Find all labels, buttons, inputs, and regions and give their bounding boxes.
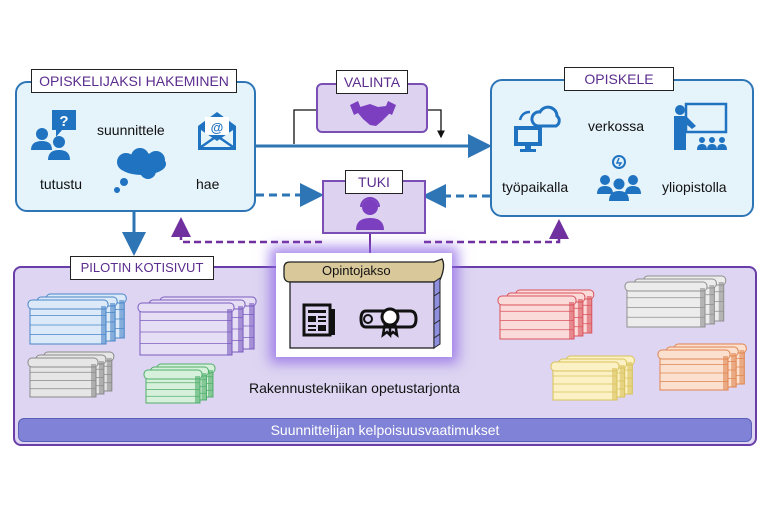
diploma-icon	[359, 307, 418, 339]
apply-item-hae: hae	[196, 176, 220, 192]
apply-item-suunnittele: suunnittele	[97, 122, 165, 138]
arrow-support-to-apply	[171, 217, 322, 244]
people-question-icon: ?	[31, 110, 76, 160]
study-title: OPISKELE	[564, 67, 674, 91]
svg-text:@: @	[211, 120, 224, 135]
course-stack-green[interactable]	[143, 363, 216, 404]
course-module	[283, 258, 445, 349]
course-stack-red[interactable]	[497, 289, 595, 340]
study-item-verkossa: verkossa	[588, 118, 645, 134]
teacher-board-icon	[674, 102, 728, 150]
course-stack-gray[interactable]	[27, 351, 115, 398]
apply-item-tutustu: tutustu	[40, 176, 83, 192]
course-stack-purple[interactable]	[137, 296, 257, 356]
study-item-yliopistolla: yliopistolla	[662, 179, 727, 195]
offering-label: Rakennustekniikan opetustarjonta	[249, 380, 460, 396]
selection-title: VALINTA	[336, 70, 408, 94]
handshake-icon	[350, 101, 396, 126]
selection-bracket	[293, 109, 318, 144]
study-item-tyopaikalla: työpaikalla	[502, 179, 569, 195]
course-title: Opintojakso	[322, 263, 391, 278]
course-stack-blue[interactable]	[27, 293, 127, 345]
support-title: TUKI	[345, 170, 403, 194]
pilot-title: PILOTIN KOTISIVUT	[70, 256, 214, 280]
support-agent-icon	[356, 197, 384, 230]
course-stack-light-gray[interactable]	[624, 275, 727, 328]
thought-cloud-icon	[114, 148, 166, 193]
team-idea-icon	[597, 155, 641, 201]
selection-bracket-out	[428, 109, 445, 139]
course-stack-orange[interactable]	[657, 343, 747, 391]
cloud-computer-icon	[514, 105, 561, 152]
document-icon	[302, 303, 335, 337]
apply-title: OPISKELIJAKSI HAKEMINEN	[31, 69, 237, 93]
svg-text:?: ?	[59, 113, 68, 130]
email-at-icon: @	[198, 112, 236, 150]
arrow-support-to-study	[424, 219, 569, 244]
requirements-bar: Suunnittelijan kelpoisuusvaatimukset	[18, 418, 752, 442]
course-stack-yellow[interactable]	[550, 355, 635, 401]
